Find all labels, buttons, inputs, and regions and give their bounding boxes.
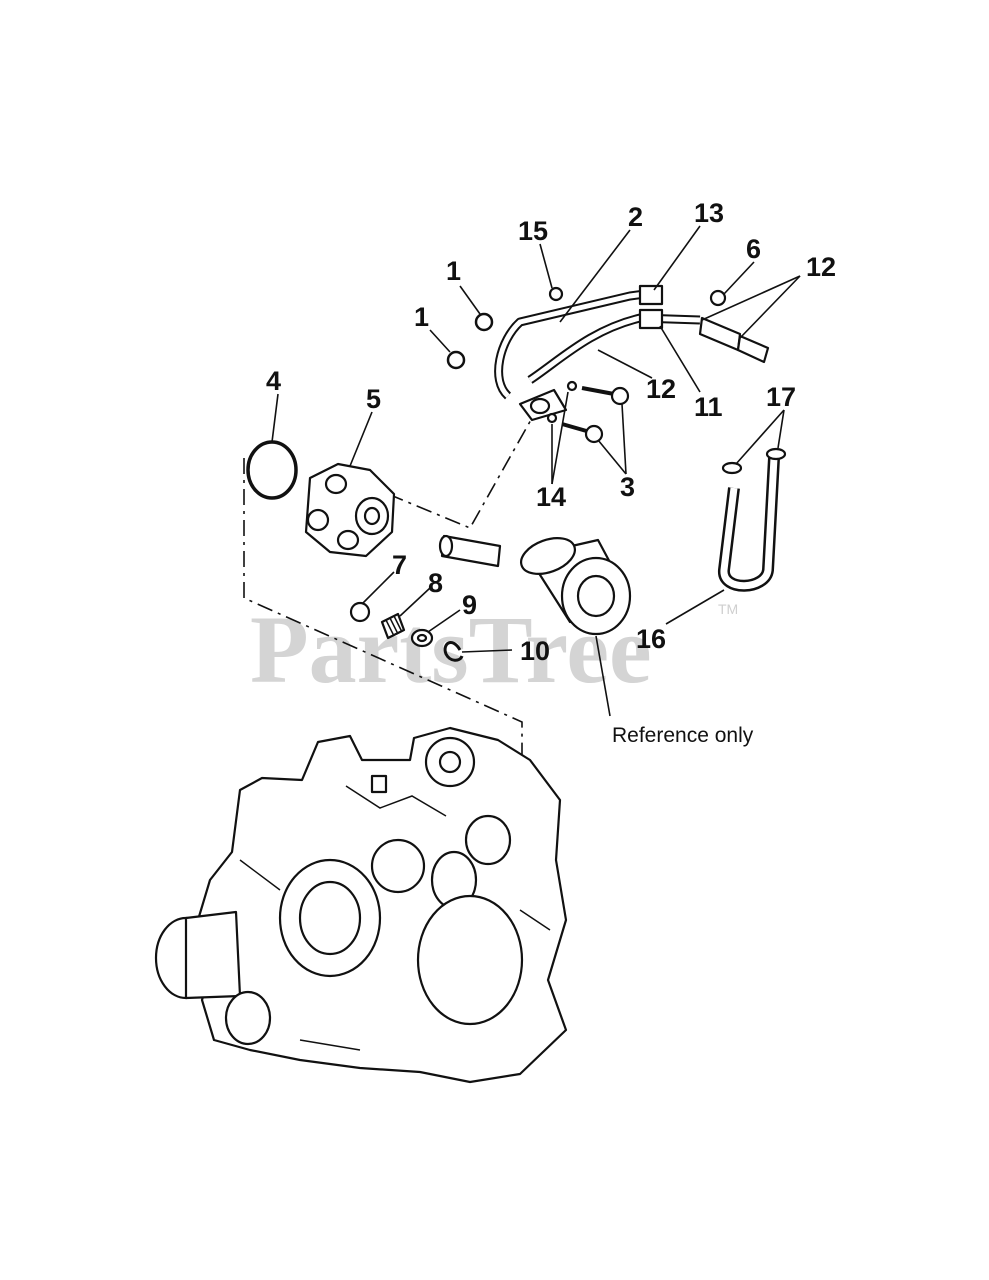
oil-filter [520,537,632,636]
hose-16 [718,447,787,592]
callout-14: 14 [536,482,566,512]
bolts-3 [546,380,630,444]
callout-1-bottom: 1 [414,302,429,332]
callout-11: 11 [694,392,723,422]
callout-8: 8 [428,568,443,598]
leader-lines [271,225,801,717]
adapter-housing-5 [304,462,396,558]
engine-crankcase [154,726,568,1084]
o-ring-4 [246,440,298,500]
callout-6: 6 [746,234,761,264]
filter-nipple [438,534,502,568]
clamp-17a [721,461,743,475]
callout-12-bottom: 12 [646,374,676,404]
snap-ring-10 [443,641,464,662]
callout-2: 2 [628,202,643,232]
callout-12-top: 12 [806,252,836,282]
washer-9 [410,628,434,648]
callout-13: 13 [694,198,724,228]
callout-16: 16 [636,624,666,654]
watermark-trademark: TM [718,601,738,617]
callouts: 15 2 13 6 12 1 1 12 11 4 5 17 3 14 7 8 9… [266,198,836,666]
callout-17: 17 [766,382,796,412]
oil-lines [446,284,770,422]
callout-15: 15 [518,216,548,246]
washer-14a [566,380,578,392]
spring-8 [380,612,406,640]
callout-4: 4 [266,366,281,396]
assembly-lines [243,417,533,770]
callout-7: 7 [392,550,407,580]
callout-9: 9 [462,590,477,620]
o-ring-1a [474,312,494,332]
reference-note: Reference only [612,724,754,747]
washer-14b [546,412,558,424]
plug-7 [349,601,371,623]
o-ring-1b [446,350,466,370]
clamp-17b [765,447,787,461]
callout-10: 10 [520,636,550,666]
callout-3: 3 [620,472,635,502]
callout-5: 5 [366,384,381,414]
callout-1-top: 1 [446,256,461,286]
